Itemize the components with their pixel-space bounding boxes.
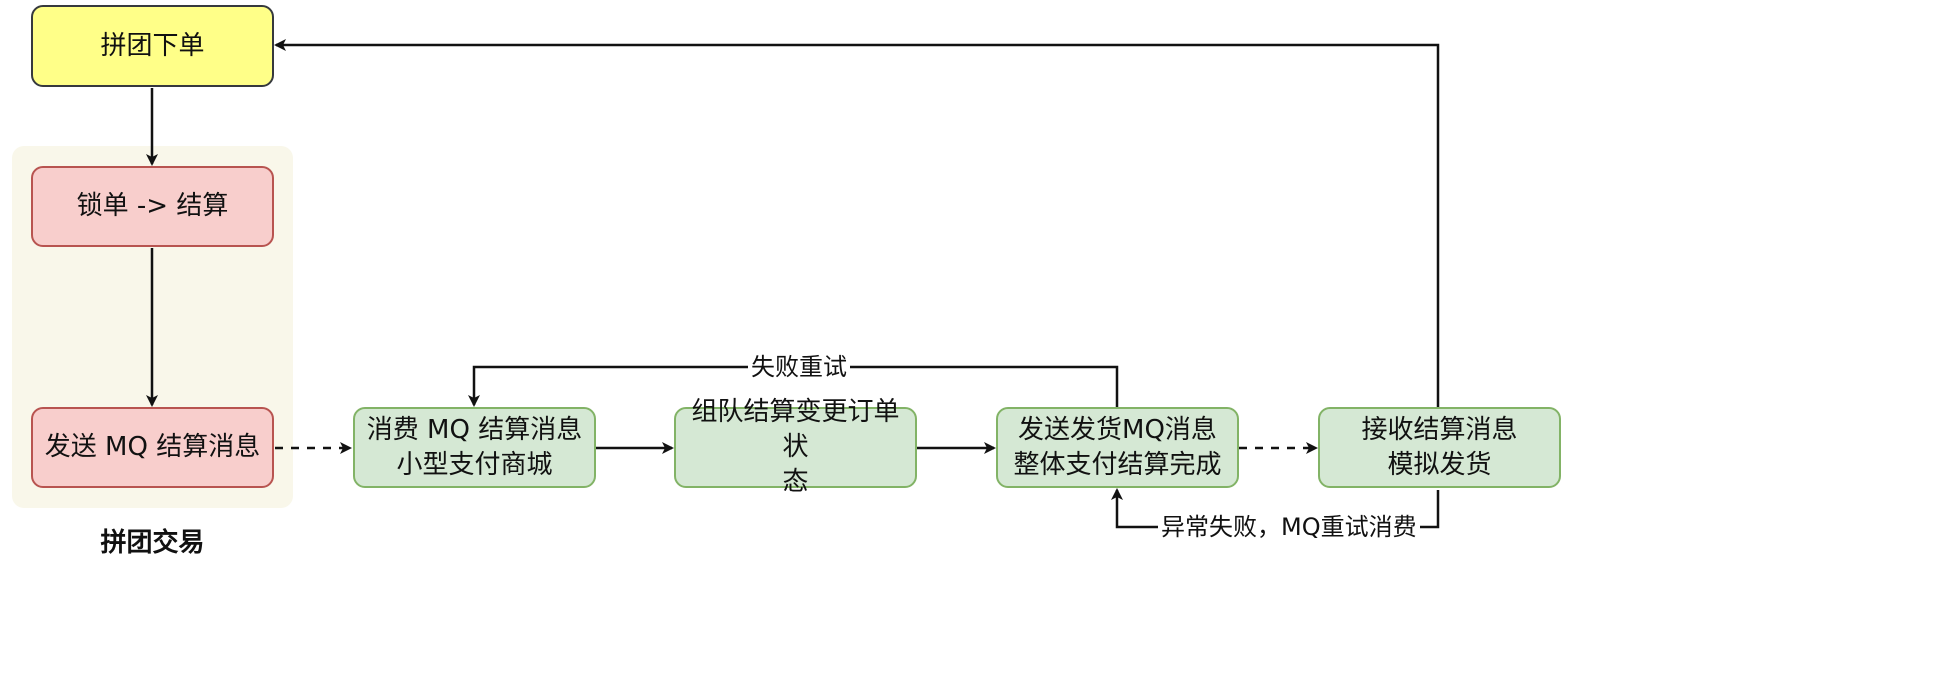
edge-receive-to-order <box>274 39 1440 407</box>
node-send-ship-mq[interactable]: 发送发货MQ消息 整体支付结算完成 <box>996 407 1239 488</box>
group-label: 拼团交易 <box>100 528 205 558</box>
node-send-mq-settle[interactable]: 发送 MQ 结算消息 <box>31 407 274 488</box>
node-update-order-status[interactable]: 组队结算变更订单状 态 <box>674 397 917 497</box>
node-pintuan-order[interactable]: 拼团下单 <box>31 5 274 87</box>
node-consume-mq[interactable]: 消费 MQ 结算消息 小型支付商城 <box>353 407 596 488</box>
node-lock-settle[interactable]: 锁单 -> 结算 <box>31 166 274 247</box>
node-receive-ship[interactable]: 接收结算消息 模拟发货 <box>1318 407 1561 488</box>
edge-label-retry: 失败重试 <box>748 352 850 382</box>
edge-label-mq-retry: 异常失败，MQ重试消费 <box>1158 512 1420 542</box>
